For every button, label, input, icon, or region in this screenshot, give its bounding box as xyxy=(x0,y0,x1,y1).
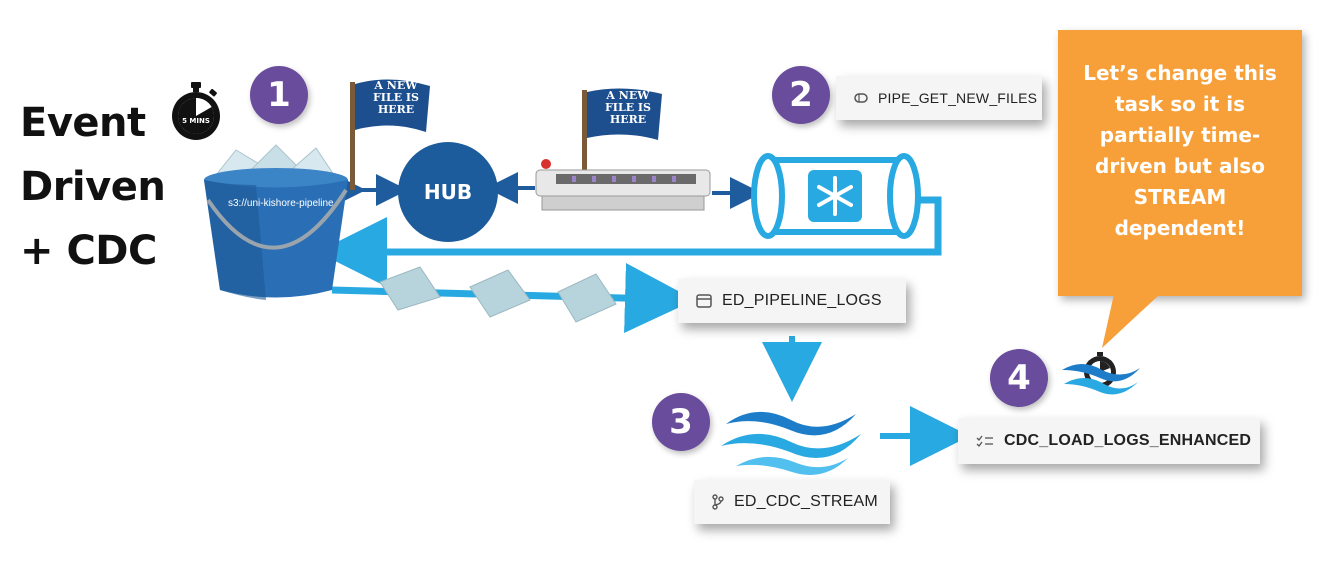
table-card[interactable]: ED_PIPELINE_LOGS xyxy=(678,279,906,323)
task-list-icon xyxy=(976,435,994,447)
step-1-badge: 1 xyxy=(250,66,308,124)
pipe-icon xyxy=(854,92,868,104)
title-cdc: + CDC xyxy=(20,228,157,274)
title-event: Event xyxy=(20,100,146,146)
callout-text: Let’s change this task so it is partiall… xyxy=(1083,61,1277,240)
stream-card[interactable]: ED_CDC_STREAM xyxy=(694,480,890,524)
callout-pointer xyxy=(1102,294,1160,348)
bucket-path-label: s3://uni-kishore-pipeline xyxy=(228,198,334,209)
table-icon xyxy=(696,294,712,308)
title-driven: Driven xyxy=(20,164,166,210)
git-branch-icon xyxy=(712,494,724,510)
task-card-label: CDC_LOAD_LOGS_ENHANCED xyxy=(1004,432,1252,449)
pipe-card[interactable]: PIPE_GET_NEW_FILES xyxy=(836,76,1042,120)
step-3-badge: 3 xyxy=(652,393,710,451)
hub-node: HUB xyxy=(398,142,498,242)
timed-stream-icon xyxy=(1062,352,1140,395)
pipe-card-label: PIPE_GET_NEW_FILES xyxy=(878,90,1038,106)
flag-icon xyxy=(582,88,662,196)
stream-icon xyxy=(721,411,861,475)
step-2-badge: 2 xyxy=(772,66,830,124)
step-4-badge: 4 xyxy=(990,349,1048,407)
file-papers-icon xyxy=(379,266,617,323)
callout-box xyxy=(1058,30,1302,296)
task-card[interactable]: CDC_LOAD_LOGS_ENHANCED xyxy=(958,418,1260,464)
flag-icon xyxy=(350,79,430,190)
stopwatch-icon xyxy=(166,80,226,142)
s3-bucket-icon xyxy=(196,140,356,300)
stream-card-label: ED_CDC_STREAM xyxy=(734,493,878,510)
snowpipe-icon xyxy=(751,153,921,239)
timer-label: 5 MINS xyxy=(182,117,210,125)
conveyor-icon xyxy=(535,159,711,211)
table-card-label: ED_PIPELINE_LOGS xyxy=(722,292,882,309)
